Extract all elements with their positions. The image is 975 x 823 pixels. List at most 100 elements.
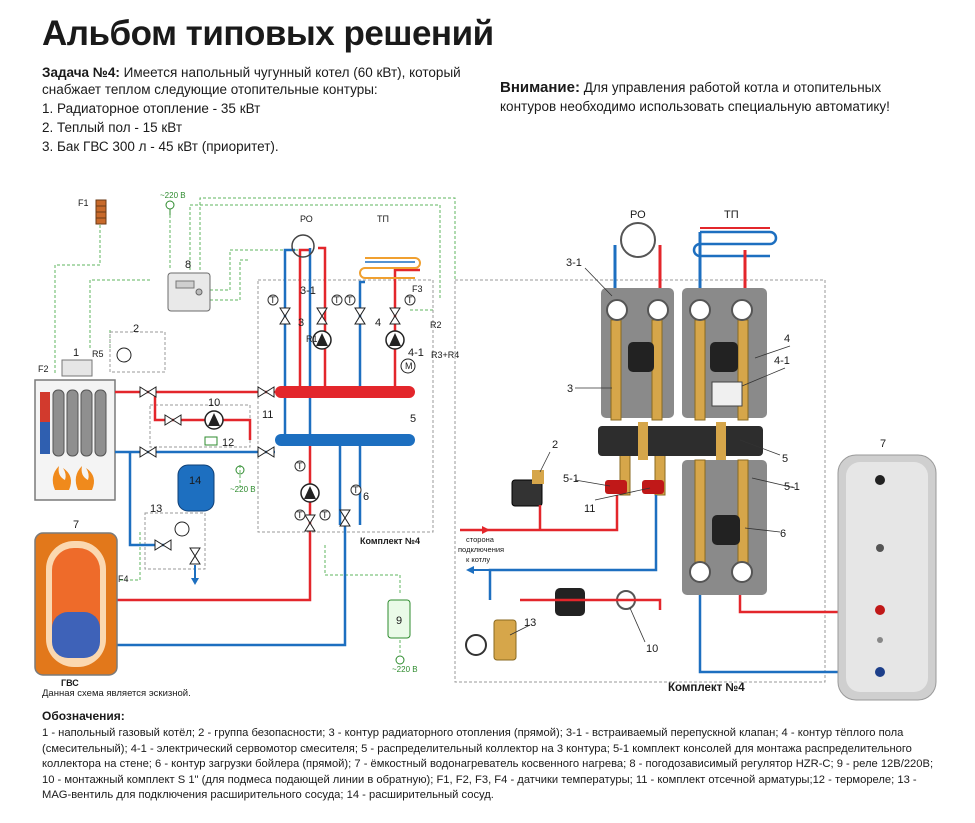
photo-label-7: 7 (880, 438, 886, 450)
photo-label-5: 5 (782, 453, 788, 465)
label-8: 8 (185, 259, 191, 271)
label-3-1: 3-1 (300, 285, 316, 297)
warning-block: Внимание: Для управления работой котла и… (500, 78, 930, 116)
t-label: T (347, 295, 353, 305)
safety-group (511, 479, 543, 507)
relay-9 (387, 599, 411, 639)
label-220v: ~220 В (392, 665, 418, 674)
warning-text: Для управления работой котла и отопитель… (500, 80, 890, 114)
task-text: Имеется напольный чугунный котел (60 кВт… (42, 65, 461, 97)
sketch-note: Данная схема является эскизной. (42, 688, 191, 699)
plug-icon (165, 200, 175, 215)
pump-icon (300, 483, 320, 503)
label-12: 12 (222, 437, 234, 449)
label-220v: ~220 В (160, 191, 186, 200)
label-7: 7 (73, 519, 79, 531)
thermometer-icons (606, 299, 753, 610)
collector (598, 426, 763, 456)
valve-icons (139, 307, 401, 565)
task-label: Задача №4: (42, 65, 120, 80)
radiator-loop-icon (620, 222, 656, 258)
plug-icon (395, 655, 405, 665)
plug-icon (235, 465, 245, 475)
photo-label-tp: ТП (724, 209, 739, 221)
gauge-icon (174, 521, 190, 537)
photo-label-10: 10 (646, 643, 658, 655)
label-r5: R5 (92, 349, 104, 359)
label-f2: F2 (38, 364, 49, 374)
label-kit-left: Комплект №4 (360, 536, 420, 546)
page-title: Альбом типовых решений (42, 14, 494, 53)
task-item-1: 1. Радиаторное отопление - 35 кВт (42, 101, 261, 116)
pump-icon (312, 330, 332, 350)
radiator-loop-icon (291, 234, 315, 258)
photo-label-13: 13 (524, 617, 536, 629)
photo-label-4-1: 4-1 (774, 355, 790, 367)
task-item-2: 2. Теплый пол - 15 кВт (42, 120, 182, 135)
label-11: 11 (262, 409, 273, 421)
t-label: T (297, 510, 303, 520)
label-220v: ~220 В (230, 485, 256, 494)
label-gvs: ГВС (61, 678, 79, 688)
photo-label-6: 6 (780, 528, 786, 540)
gauge-icon (116, 347, 132, 363)
label-f3: F3 (412, 284, 423, 294)
t-label: T (297, 461, 303, 471)
t-label: T (407, 295, 413, 305)
label-9: 9 (396, 615, 402, 627)
t-label: T (353, 485, 359, 495)
motor-label: M (405, 361, 413, 371)
task-block: Задача №4: Имеется напольный чугунный ко… (42, 64, 472, 155)
label-4-1: 4-1 (408, 347, 424, 359)
floor-loop-icon (692, 230, 778, 258)
photo-pipes (460, 495, 870, 674)
label-13: 13 (150, 503, 162, 515)
floor-loop-icon (359, 257, 421, 279)
label-tp: ТП (377, 214, 389, 224)
pump-icon (385, 330, 405, 350)
label-14: 14 (189, 475, 201, 487)
kit-frame-right (454, 279, 826, 683)
t-label: T (270, 295, 276, 305)
photo-label-ro: РО (630, 209, 646, 221)
task-item-3: 3. Бак ГВС 300 л - 45 кВт (приоритет). (42, 139, 279, 154)
label-f1: F1 (78, 198, 89, 208)
legend-title: Обозначения: (42, 709, 125, 723)
photo-label-5-1: 5-1 (784, 481, 800, 493)
photo-label-2: 2 (552, 439, 558, 451)
label-1: 1 (73, 347, 79, 359)
label-r1: R1 (306, 334, 318, 344)
expansion-vessel (177, 464, 215, 512)
t-label: T (322, 510, 328, 520)
collector-supply (275, 386, 415, 398)
label-6: 6 (363, 491, 369, 503)
photo-side-2: подключения (458, 545, 504, 554)
label-3: 3 (298, 317, 304, 329)
kit-label-right: Комплект №4 (668, 682, 745, 694)
pump-icon (204, 410, 224, 430)
collector-return (275, 434, 415, 446)
photo-side-3: к котлу (466, 555, 490, 564)
label-ro: РО (300, 214, 313, 224)
photo-label-3: 3 (567, 383, 573, 395)
servomotor (711, 381, 743, 407)
legend-text: 1 - напольный газовый котёл; 2 - группа … (42, 727, 934, 801)
label-f4: F4 (118, 574, 129, 584)
warning-label: Внимание: (500, 79, 580, 96)
label-10: 10 (208, 397, 220, 409)
thermorelay (204, 436, 218, 446)
pump-icons (555, 342, 740, 616)
photo-label-5-1: 5-1 (563, 473, 579, 485)
flame-icon (75, 466, 94, 490)
flame-icon (52, 466, 71, 490)
boiler-1 (34, 359, 116, 501)
label-r3r4: R3+R4 (431, 350, 459, 360)
t-label: T (334, 295, 340, 305)
photo-label-4: 4 (784, 333, 790, 345)
label-5: 5 (410, 413, 416, 425)
leader-lines (509, 267, 796, 643)
label-r2: R2 (430, 320, 442, 330)
label-4: 4 (375, 317, 381, 329)
gauge-icon (465, 634, 487, 656)
